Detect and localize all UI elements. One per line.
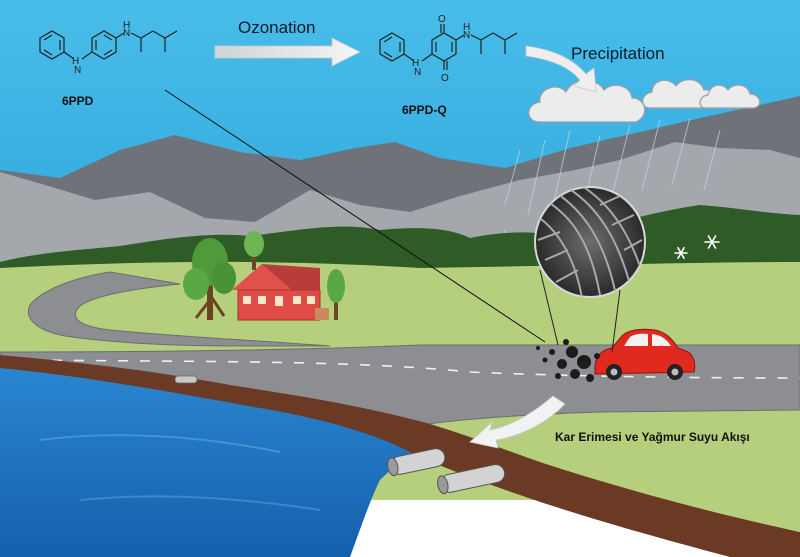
soil-bank <box>0 355 800 557</box>
lake-highlight <box>39 434 281 453</box>
svg-text:N: N <box>74 65 81 76</box>
road-branch <box>28 271 331 347</box>
svg-text:O: O <box>438 14 446 25</box>
svg-text:H: H <box>123 20 130 31</box>
6ppd-q-structure <box>379 24 518 70</box>
tire-particles <box>536 339 600 382</box>
runoff-arrow <box>469 395 566 449</box>
6ppd-structure <box>39 30 178 60</box>
grass-lower <box>430 424 800 532</box>
runoff-label: Kar Erimesi ve Yağmur Suyu Akışı <box>555 430 750 444</box>
zoom-line <box>539 269 559 346</box>
precipitation-label: Precipitation <box>571 44 665 63</box>
precipitation-arrow <box>525 45 597 93</box>
ozonation-label: Ozonation <box>238 18 316 37</box>
svg-text:N: N <box>123 28 130 39</box>
tire-tread-magnifier <box>534 186 646 298</box>
svg-text:N: N <box>414 67 421 78</box>
leader-line <box>164 89 546 343</box>
svg-text:H: H <box>72 56 79 67</box>
cloud-icon <box>528 79 761 123</box>
svg-text:H: H <box>412 58 419 69</box>
svg-text:O: O <box>441 73 449 84</box>
car-icon <box>594 328 696 380</box>
tree-cluster-icon <box>183 231 345 320</box>
compound-6ppd-label: 6PPD <box>62 94 94 108</box>
zoom-line <box>611 289 621 353</box>
svg-text:H: H <box>463 22 470 33</box>
lake-highlight <box>79 495 321 511</box>
compound-6ppd-q-label: 6PPD-Q <box>402 103 447 117</box>
snowflake-icon <box>674 235 720 259</box>
ozonation-arrow <box>214 37 361 67</box>
house-icon <box>232 264 329 321</box>
drain-pipes <box>174 375 506 495</box>
svg-text:N: N <box>463 30 470 41</box>
